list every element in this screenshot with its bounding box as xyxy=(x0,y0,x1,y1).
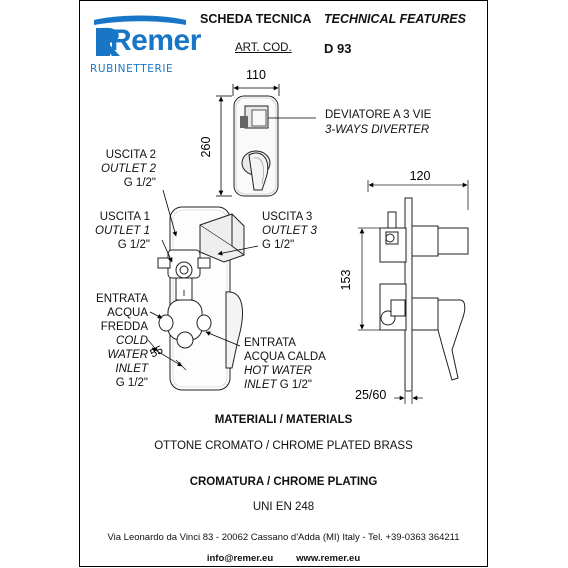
footer-email: info@remer.eu xyxy=(206,553,274,564)
leader-lines xyxy=(149,189,259,347)
dim-wall: 25/60 xyxy=(355,388,386,402)
logo-swoosh-icon xyxy=(94,15,186,56)
dim-front-width: 110 xyxy=(246,68,266,82)
logo: Remer RUBINETTERIE xyxy=(90,12,201,82)
diverter-label-en: 3-WAYS DIVERTER xyxy=(325,124,430,136)
plating-text: UNI EN 248 xyxy=(252,501,315,513)
materials-title: MATERIALI / MATERIALS xyxy=(214,414,353,426)
sheet-frame xyxy=(79,0,488,567)
title-it: SCHEDA TECNICA xyxy=(200,12,312,26)
title-en: TECHNICAL FEATURES xyxy=(324,12,466,26)
dim-55: 55 xyxy=(148,344,165,360)
dim-side-depth: 120 xyxy=(410,169,431,183)
rear-view-body xyxy=(147,206,245,391)
footer-contacts: info@remer.eu www.remer.eu xyxy=(79,548,488,566)
logo-subtext: RUBINETTERIE xyxy=(90,63,174,75)
side-view xyxy=(358,180,469,404)
outlet2-label: USCITA 2 OUTLET 2 G 1/2" xyxy=(101,149,156,189)
diverter-label-it: DEVIATORE A 3 VIE xyxy=(325,109,432,121)
outlet3-label: USCITA 3 OUTLET 3 G 1/2" xyxy=(262,211,317,251)
front-view-plate xyxy=(233,95,279,197)
front-width-dimension xyxy=(232,84,280,96)
materials-text: OTTONE CROMATO / CHROME PLATED BRASS xyxy=(154,440,413,452)
art-cod-label: ART. COD. xyxy=(235,42,292,54)
footer-web: www.remer.eu xyxy=(296,553,361,564)
front-height-dimension xyxy=(216,95,232,197)
dim-side-height: 153 xyxy=(339,270,353,291)
hot-inlet-label: ENTRATA ACQUA CALDA HOT WATER INLET G 1/… xyxy=(244,337,326,391)
art-code: D 93 xyxy=(324,41,352,56)
cold-inlet-label: ENTRATA ACQUA FREDDA COLD WATER INLET G … xyxy=(96,293,148,389)
logo-text: Remer xyxy=(110,24,201,57)
plating-title: CROMATURA / CHROME PLATING xyxy=(189,476,378,488)
outlet1-label: USCITA 1 OUTLET 1 G 1/2" xyxy=(95,211,150,251)
dim-front-height: 260 xyxy=(199,137,213,158)
footer-address: Via Leonardo da Vinci 83 - 20062 Cassano… xyxy=(107,532,460,543)
